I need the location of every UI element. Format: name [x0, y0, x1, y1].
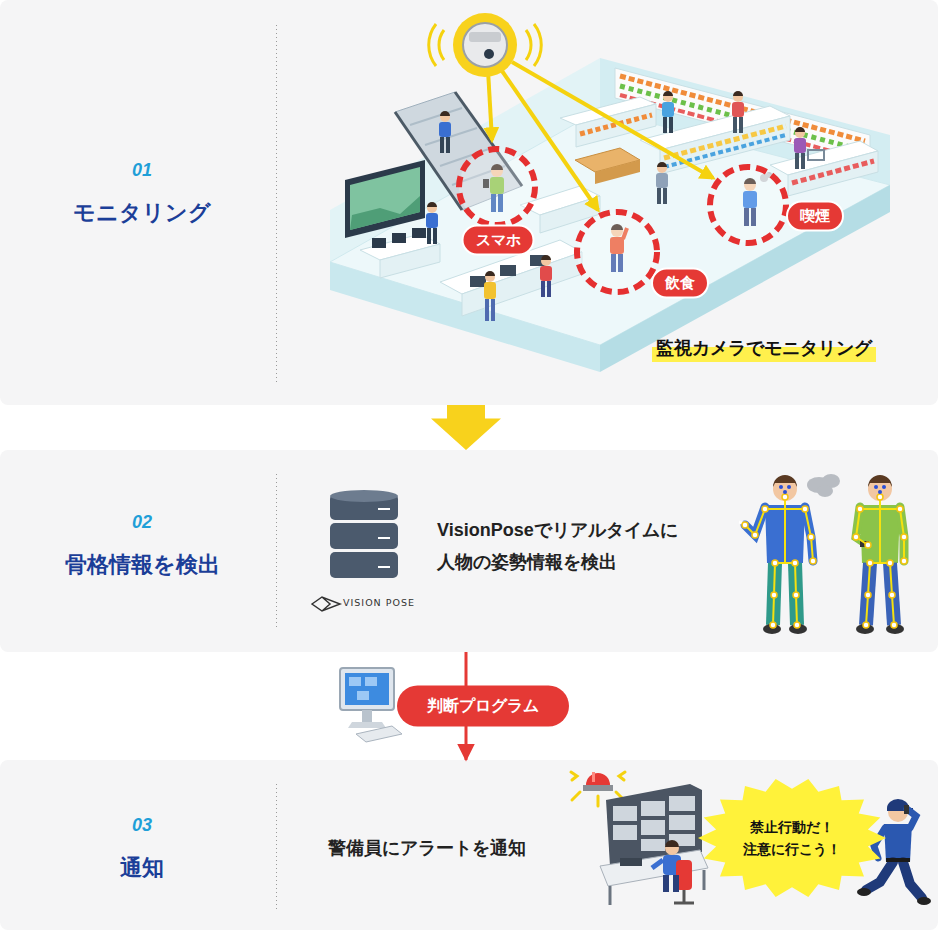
burst-outline	[696, 776, 888, 900]
step-title: 通知	[120, 853, 164, 883]
step-number: 01	[132, 160, 152, 181]
node-text: 禁止行動だ！ 注意に行こう！	[732, 816, 852, 860]
step-number: 02	[132, 512, 152, 533]
behavior-tag: 喫煙	[786, 201, 844, 232]
caption-highlight: 監視カメラでモニタリング	[652, 334, 876, 362]
edge-label: 判断プログラム	[397, 686, 569, 727]
step-number: 03	[132, 815, 152, 836]
step-panel: 01 モニタリングスマホ飲食 喫煙監視カメラでモニタリング	[0, 0, 938, 405]
step-panel: 03 通知 警備員にアラートを通知 禁止行動だ！ 注意に行こう！	[0, 760, 938, 930]
node-text: 飲食	[665, 274, 695, 293]
behavior-tag: スマホ	[462, 225, 535, 256]
speech-burst: 禁止行動だ！ 注意に行こう！	[696, 776, 888, 900]
behavior-tag: 飲食	[651, 268, 709, 299]
node-text: 喫煙	[800, 207, 830, 226]
block-arrow	[431, 405, 501, 450]
step-title: モニタリング	[73, 198, 211, 228]
step-title: 骨格情報を検出	[65, 550, 220, 580]
step-description: 警備員にアラートを通知	[328, 832, 526, 864]
step-panel: 02 骨格情報を検出 VisionPoseでリアルタイムに 人物の姿勢情報を検出	[0, 450, 938, 652]
burst-shape	[698, 779, 886, 897]
node-text: 監視カメラでモニタリング	[656, 334, 872, 362]
step-description: VisionPoseでリアルタイムに 人物の姿勢情報を検出	[437, 514, 737, 578]
logo-label: VISION POSE	[343, 597, 415, 608]
node-text: スマホ	[476, 231, 521, 250]
